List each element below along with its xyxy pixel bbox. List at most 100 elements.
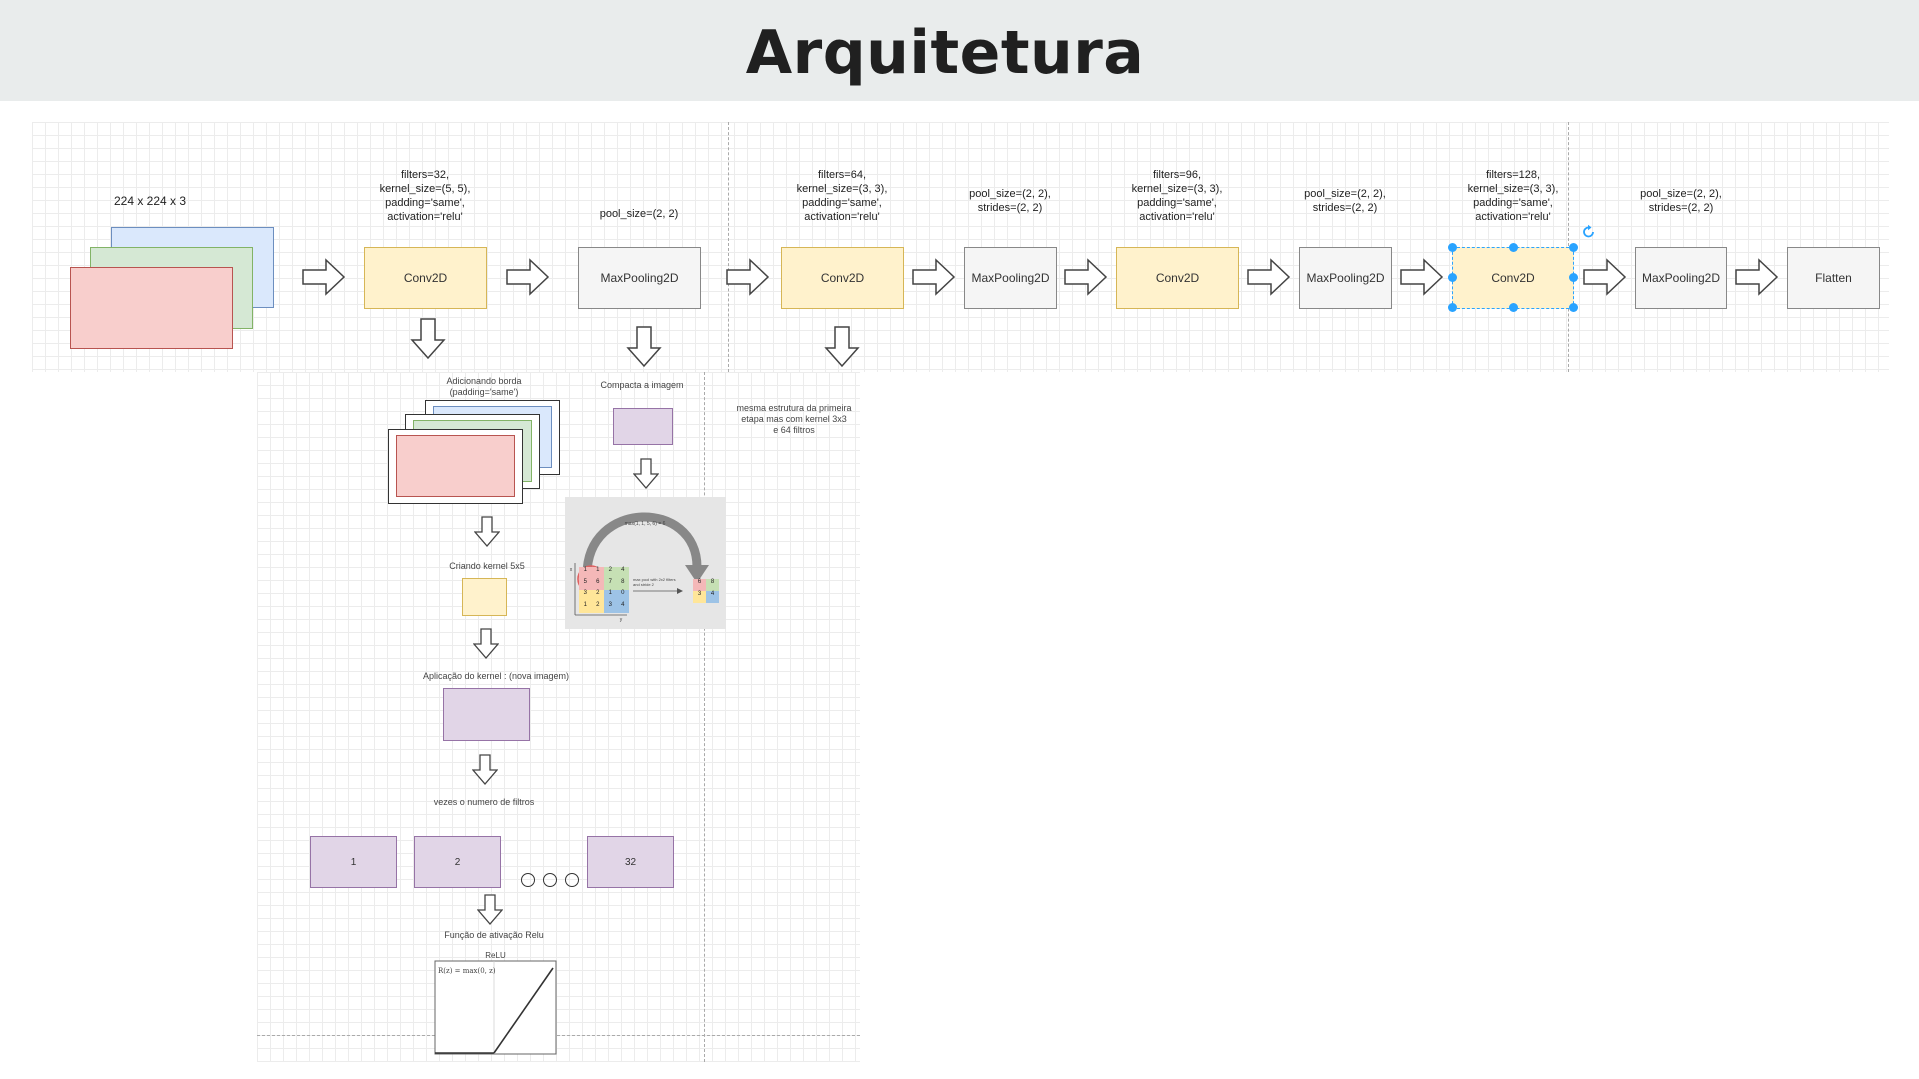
pool2-params: pool_size=(2, 2), strides=(2, 2)	[969, 188, 1051, 214]
resize-handle-l[interactable]	[1448, 273, 1457, 282]
maxpool-output-grid: 6 8 3 4	[693, 579, 719, 603]
mp-cell: 4	[616, 567, 629, 579]
maxpool-input-grid: 1 1 2 4 5 6 7 8 3 2 1 0 1 2 3 4	[579, 567, 629, 613]
pipeline-canvas[interactable]	[32, 122, 1889, 372]
mp-cell: 5	[579, 578, 592, 590]
mp-out-cell: 8	[706, 579, 719, 591]
pool3-params: pool_size=(2, 2), strides=(2, 2)	[1304, 188, 1386, 214]
mp-cell: 1	[604, 590, 617, 602]
relu-label: Função de ativação Relu	[444, 930, 544, 940]
down-arrow-icon	[824, 326, 860, 368]
mp-cell: 2	[591, 590, 604, 602]
mp-out-cell: 3	[693, 591, 706, 603]
conv1-box[interactable]: Conv2D	[364, 247, 487, 309]
conv3-params: filters=96, kernel_size=(3, 3), padding=…	[1131, 169, 1223, 223]
feature-map-box[interactable]	[443, 688, 530, 741]
mp-out-cell: 6	[693, 579, 706, 591]
right-arrow-icon	[1583, 258, 1627, 296]
ellipsis-dot-1	[521, 873, 535, 887]
slide-title: Arquitetura	[745, 18, 1145, 88]
down-arrow-icon	[626, 326, 662, 368]
mp-cell: 2	[604, 567, 617, 579]
right-arrow-icon	[1064, 258, 1108, 296]
pool4-box[interactable]: MaxPooling2D	[1635, 247, 1727, 309]
down-arrow-icon	[473, 628, 499, 659]
resize-handle-tl[interactable]	[1448, 243, 1457, 252]
padded-channel-red-inner	[396, 435, 515, 497]
conv2-params: filters=64, kernel_size=(3, 3), padding=…	[796, 169, 888, 223]
relu-plot	[434, 960, 557, 1055]
detail-canvas[interactable]	[257, 372, 860, 1062]
maxpool-caption: max(1, 1, 5, 6) = 6	[624, 521, 666, 527]
slide-header	[0, 0, 1919, 101]
mp-cell: 6	[591, 578, 604, 590]
mp-cell: 3	[604, 601, 617, 613]
kernel-label: Criando kernel 5x5	[449, 561, 525, 571]
conv2-box[interactable]: Conv2D	[781, 247, 904, 309]
resize-handle-bl[interactable]	[1448, 303, 1457, 312]
mp-out-cell: 4	[706, 591, 719, 603]
conv3-box[interactable]: Conv2D	[1116, 247, 1239, 309]
kernel-box[interactable]	[462, 578, 507, 616]
resize-handle-r[interactable]	[1569, 273, 1578, 282]
relu-formula: R(z) = max(0, z)	[438, 967, 496, 975]
pool1-params: pool_size=(2, 2)	[599, 208, 679, 220]
right-arrow-icon	[912, 258, 956, 296]
maxpool-x-axis-label: x	[569, 567, 573, 573]
resize-handle-br[interactable]	[1569, 303, 1578, 312]
right-arrow-icon	[726, 258, 770, 296]
relu-chart: ReLU R(z) = max(0, z)	[432, 950, 559, 1056]
relu-chart-title: ReLU	[485, 951, 506, 960]
apply-kernel-label: Aplicação do kernel : (nova imagem)	[422, 671, 570, 681]
mp-cell: 2	[591, 601, 604, 613]
detail-divider	[704, 372, 705, 1062]
down-arrow-icon	[474, 516, 500, 547]
input-size-label: 224 x 224 x 3	[113, 194, 187, 208]
ellipsis-dot-3	[565, 873, 579, 887]
mp-cell: 7	[604, 578, 617, 590]
detail-bottom-guide	[257, 1035, 860, 1036]
mp-cell: 1	[591, 567, 604, 579]
mp-cell: 8	[616, 578, 629, 590]
padding-label: Adicionando borda (padding='same')	[446, 376, 522, 397]
right-arrow-icon	[302, 258, 346, 296]
second-stage-note: mesma estrutura da primeira etapa mas co…	[736, 403, 852, 435]
stage-divider-1	[728, 122, 729, 372]
conv4-box-selected[interactable]: Conv2D	[1452, 247, 1574, 309]
mp-cell: 4	[616, 601, 629, 613]
right-arrow-icon	[1247, 258, 1291, 296]
maxpool-illustration[interactable]: max(1, 1, 5, 6) = 6 max pool with 2x2 fi…	[565, 497, 726, 629]
resize-handle-t[interactable]	[1509, 243, 1518, 252]
conv4-params: filters=128, kernel_size=(3, 3), padding…	[1467, 169, 1559, 223]
pooled-map-box[interactable]	[613, 408, 673, 445]
down-arrow-icon	[477, 894, 503, 925]
right-arrow-icon	[1400, 258, 1444, 296]
pool3-box[interactable]: MaxPooling2D	[1299, 247, 1392, 309]
flatten-box[interactable]: Flatten	[1787, 247, 1880, 309]
input-channel-red[interactable]	[70, 267, 233, 349]
filter-box-2[interactable]: 2	[414, 836, 501, 888]
rotate-handle-icon[interactable]	[1581, 224, 1597, 240]
resize-handle-tr[interactable]	[1569, 243, 1578, 252]
right-arrow-icon	[1735, 258, 1779, 296]
down-arrow-icon	[410, 318, 446, 360]
filters-label: vezes o numero de filtros	[433, 797, 535, 807]
resize-handle-b[interactable]	[1509, 303, 1518, 312]
pool1-box[interactable]: MaxPooling2D	[578, 247, 701, 309]
mp-cell: 1	[579, 567, 592, 579]
pool2-box[interactable]: MaxPooling2D	[964, 247, 1057, 309]
maxpool-y-axis-label: y	[619, 617, 623, 623]
right-arrow-icon	[506, 258, 550, 296]
pool4-params: pool_size=(2, 2), strides=(2, 2)	[1640, 188, 1722, 214]
maxpool-arrow-text: max pool with 2x2 filters and stride 2	[633, 577, 676, 587]
down-arrow-icon	[633, 458, 659, 489]
mp-cell: 3	[579, 590, 592, 602]
down-arrow-icon	[472, 754, 498, 785]
filter-box-1[interactable]: 1	[310, 836, 397, 888]
ellipsis-dot-2	[543, 873, 557, 887]
mp-cell: 0	[616, 590, 629, 602]
filter-box-32[interactable]: 32	[587, 836, 674, 888]
conv1-params: filters=32, kernel_size=(5, 5), padding=…	[379, 169, 471, 223]
mp-cell: 1	[579, 601, 592, 613]
compact-label: Compacta a imagem	[600, 380, 684, 390]
